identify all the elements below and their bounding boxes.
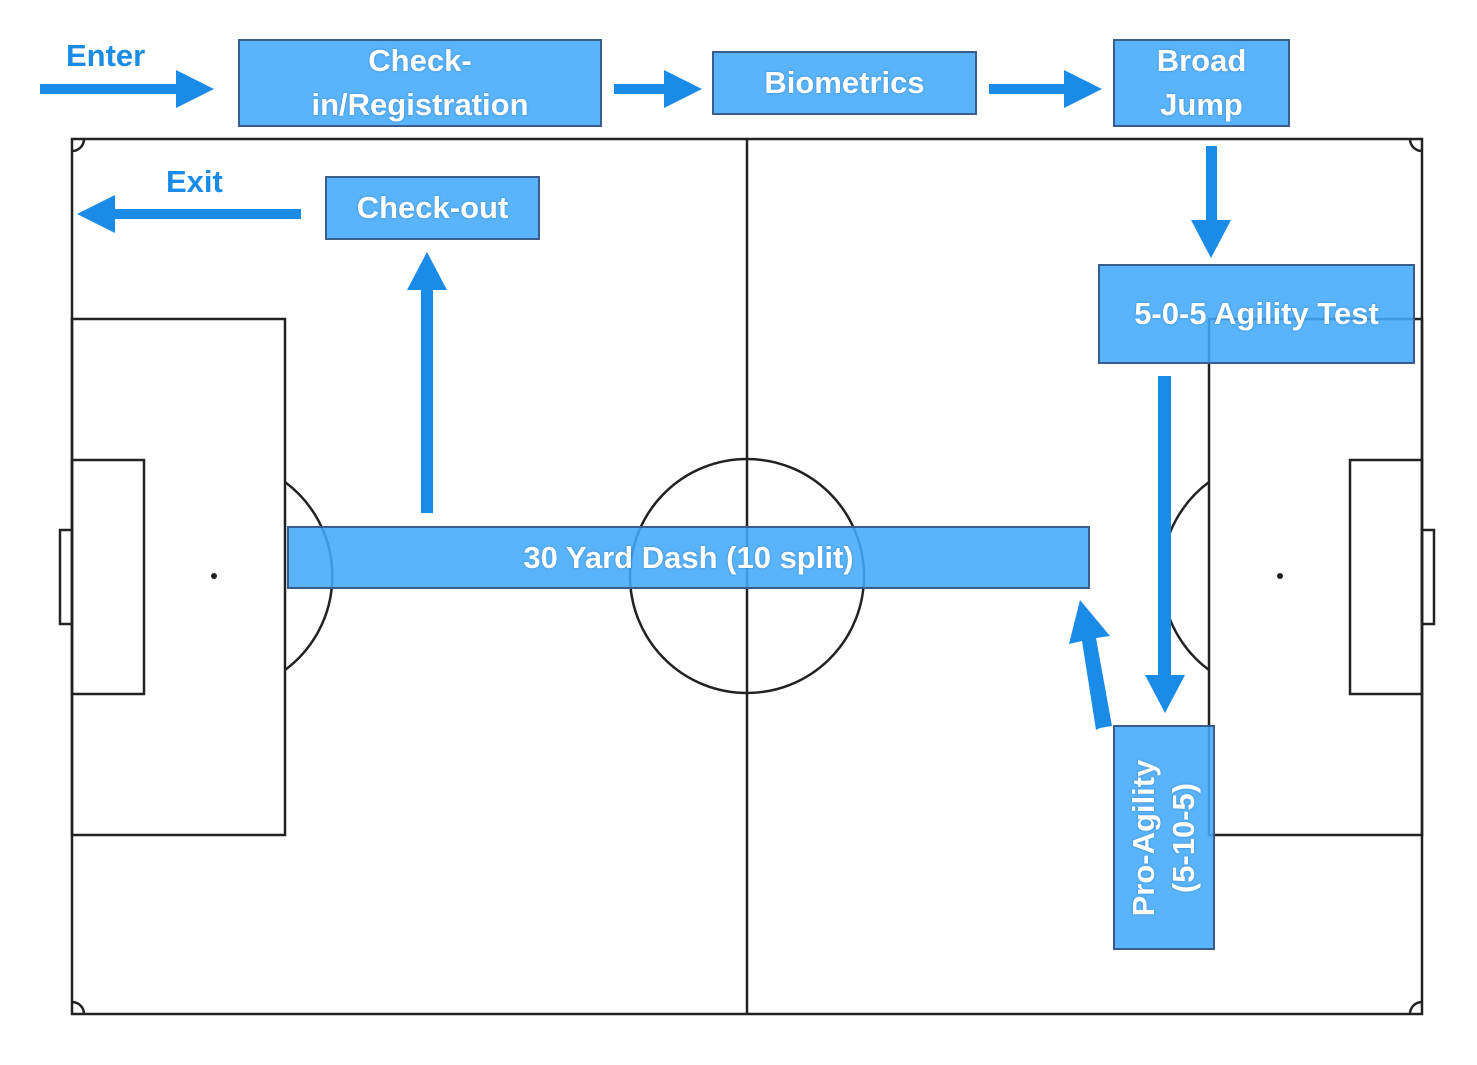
right-goal: [1420, 528, 1436, 626]
checkin-label-line1: Check-: [368, 43, 472, 78]
corner-arc-top-right: [1408, 138, 1423, 153]
enter-arrow: [40, 70, 214, 108]
yard-dash-label: 30 Yard Dash (10 split): [523, 539, 854, 575]
checkout-label: Check-out: [356, 190, 509, 225]
checkin-registration-station: Check- in/Registration: [238, 39, 602, 127]
yard-dash-station: 30 Yard Dash (10 split): [287, 526, 1090, 589]
corner-arc-bottom-right: [1408, 1000, 1423, 1015]
agility-505-label: 5-0-5 Agility Test: [1134, 296, 1379, 331]
arrow-proagility-to-dash: [1069, 600, 1112, 730]
checkin-label-line2: in/Registration: [311, 87, 529, 122]
broad-jump-station: Broad Jump: [1113, 39, 1290, 127]
broad-jump-label-line1: Broad: [1156, 43, 1247, 78]
agility-505-station: 5-0-5 Agility Test: [1098, 264, 1415, 364]
arrow-dash-to-checkout: [407, 252, 447, 513]
enter-label: Enter: [66, 38, 146, 73]
arrow-biometrics-to-broadjump: [989, 70, 1102, 108]
right-penalty-spot: [1277, 573, 1283, 579]
arrow-broadjump-to-505: [1191, 146, 1231, 258]
pro-agility-station: Pro-Agility (5-10-5): [1113, 725, 1215, 950]
biometrics-label: Biometrics: [764, 65, 925, 100]
checkout-station: Check-out: [325, 176, 540, 240]
corner-arc-top-left: [71, 138, 86, 153]
broad-jump-label-line2: Jump: [1160, 87, 1243, 122]
left-penalty-spot: [211, 573, 217, 579]
exit-label: Exit: [166, 164, 223, 199]
left-goal: [58, 528, 74, 626]
exit-arrow: [77, 195, 301, 233]
biometrics-station: Biometrics: [712, 51, 977, 115]
corner-arc-bottom-left: [71, 1000, 86, 1015]
arrow-checkin-to-biometrics: [614, 70, 702, 108]
arrow-505-to-proagility: [1145, 376, 1185, 713]
